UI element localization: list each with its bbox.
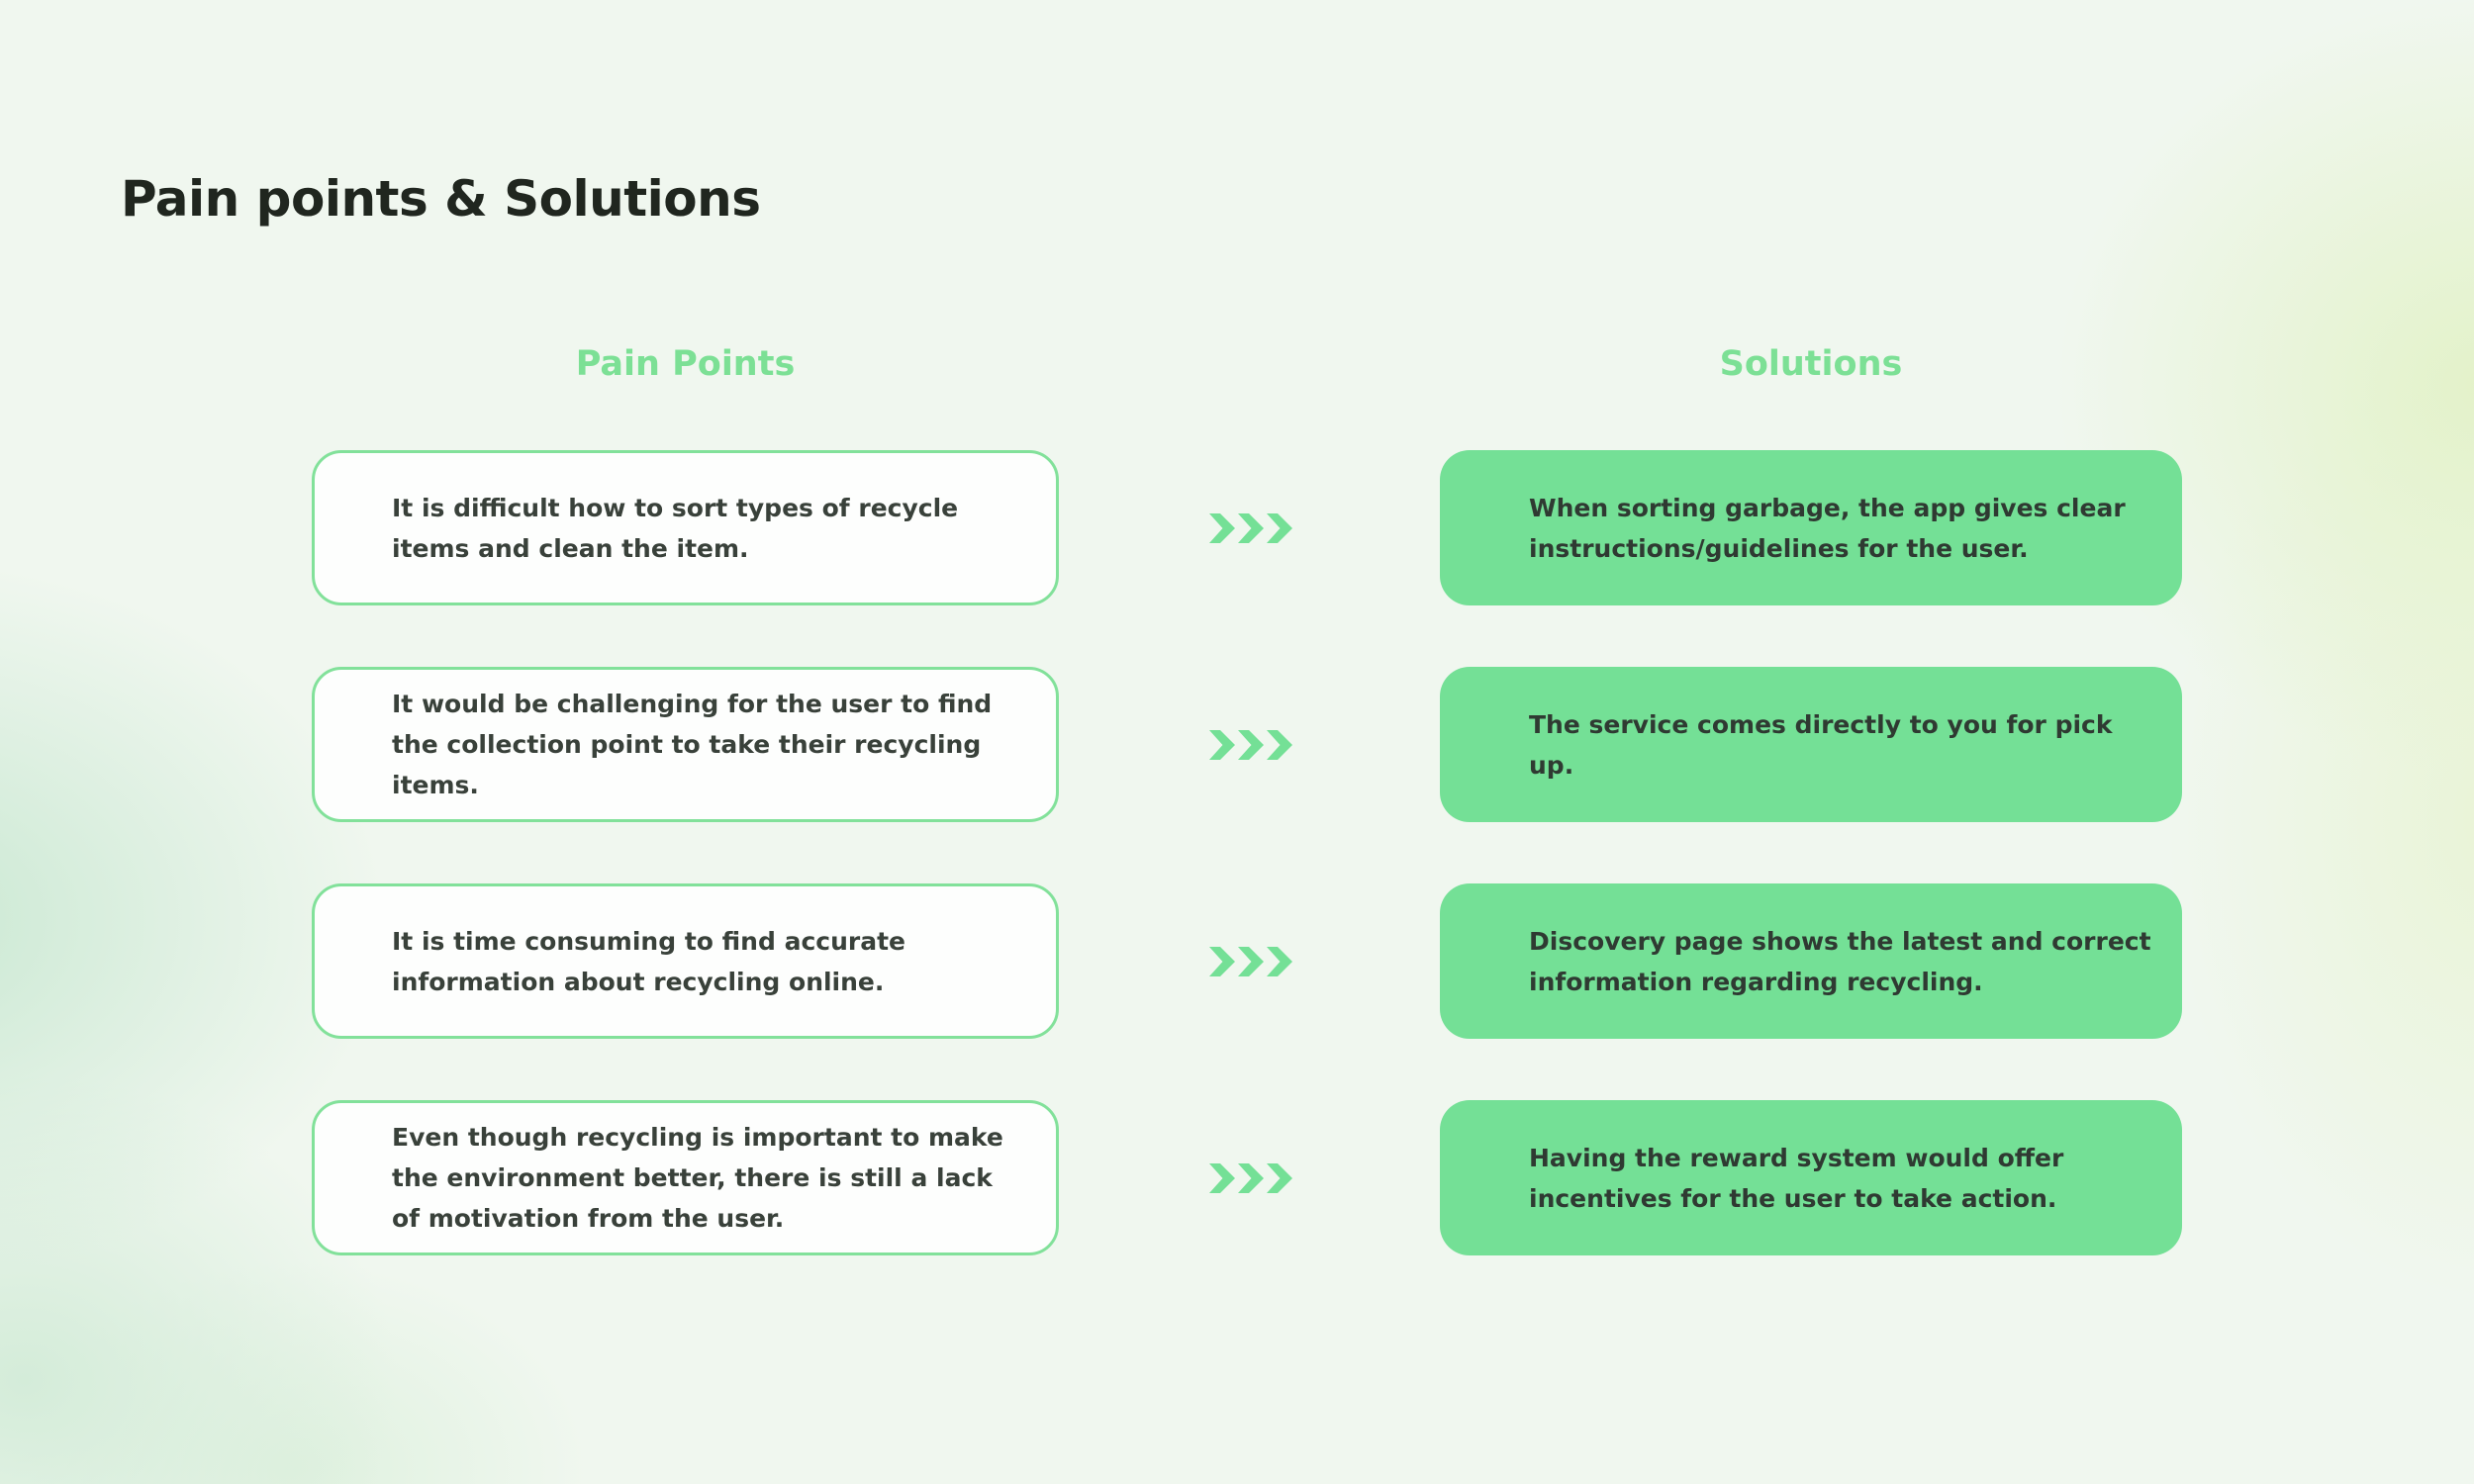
solutions-column-header: Solutions (1719, 344, 1903, 384)
pain-points-column-header: Pain Points (575, 344, 796, 384)
arrow-chevrons (1209, 1162, 1292, 1193)
chevron-right-icon (1209, 729, 1235, 760)
chevron-right-icon (1238, 946, 1264, 976)
chevron-right-icon (1209, 946, 1235, 976)
pain-point-card: Even though recycling is important to ma… (312, 1100, 1059, 1255)
solution-card: The service comes directly to you for pi… (1440, 667, 2182, 822)
pain-point-text: It is difficult how to sort types of rec… (392, 493, 959, 563)
pain-point-card: It is difficult how to sort types of rec… (312, 450, 1059, 605)
solution-text: The service comes directly to you for pi… (1529, 709, 2113, 780)
page-title: Pain points & Solutions (121, 170, 761, 228)
mapping-row: It is time consuming to find accurate in… (0, 883, 2474, 1039)
mapping-row: It would be challenging for the user to … (0, 667, 2474, 822)
arrow-chevrons (1209, 512, 1292, 543)
arrow-chevrons (1209, 729, 1292, 760)
chevron-right-icon (1238, 512, 1264, 543)
chevron-right-icon (1238, 1162, 1264, 1193)
arrow-chevrons (1209, 946, 1292, 976)
chevron-right-icon (1267, 512, 1292, 543)
solution-text: Discovery page shows the latest and corr… (1529, 926, 2151, 996)
chevron-right-icon (1267, 729, 1292, 760)
pain-point-text: It is time consuming to find accurate in… (392, 926, 905, 996)
solution-text: When sorting garbage, the app gives clea… (1529, 493, 2126, 563)
pain-point-card: It is time consuming to find accurate in… (312, 883, 1059, 1039)
chevron-right-icon (1209, 1162, 1235, 1193)
solution-card: Having the reward system would offer inc… (1440, 1100, 2182, 1255)
chevron-right-icon (1209, 512, 1235, 543)
solution-card: Discovery page shows the latest and corr… (1440, 883, 2182, 1039)
pain-point-card: It would be challenging for the user to … (312, 667, 1059, 822)
pain-point-text: Even though recycling is important to ma… (392, 1123, 1003, 1233)
mapping-row: It is difficult how to sort types of rec… (0, 450, 2474, 605)
chevron-right-icon (1238, 729, 1264, 760)
chevron-right-icon (1267, 946, 1292, 976)
solution-text: Having the reward system would offer inc… (1529, 1143, 2064, 1213)
mapping-row: Even though recycling is important to ma… (0, 1100, 2474, 1255)
solution-card: When sorting garbage, the app gives clea… (1440, 450, 2182, 605)
chevron-right-icon (1267, 1162, 1292, 1193)
pain-point-text: It would be challenging for the user to … (392, 690, 993, 799)
